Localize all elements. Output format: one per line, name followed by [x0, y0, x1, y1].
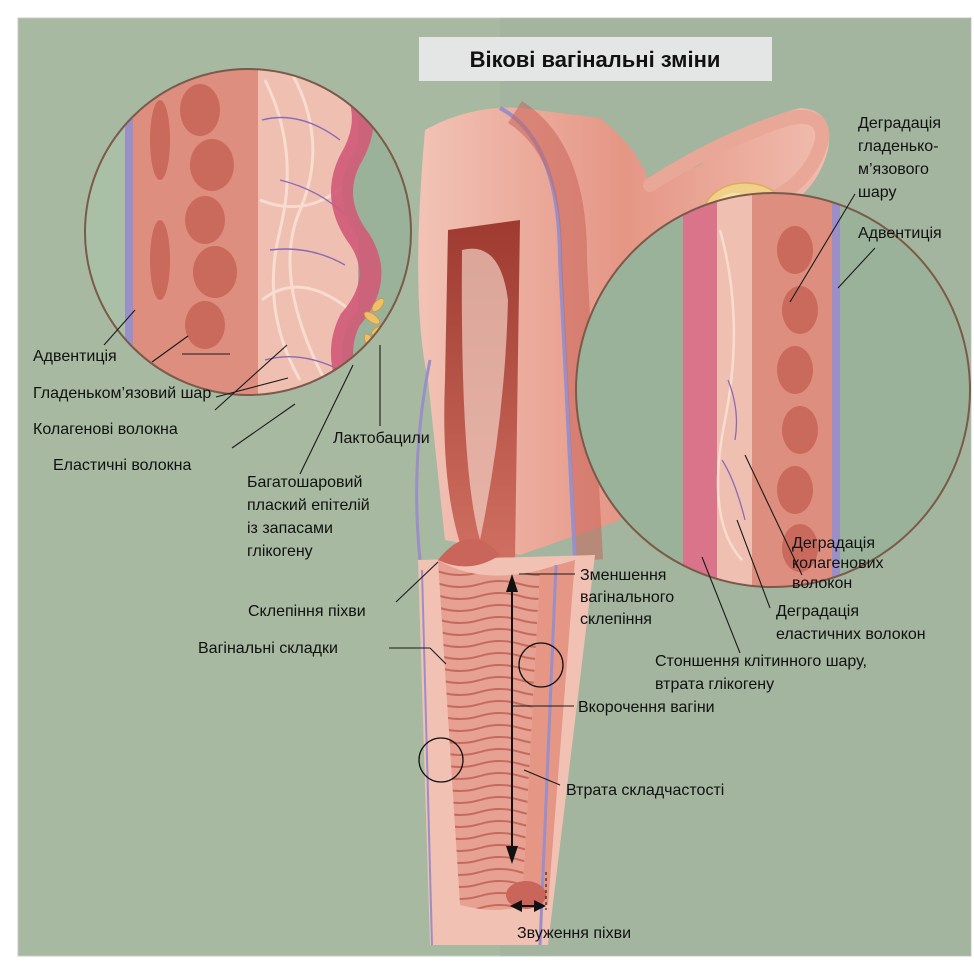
label-narrowing: Звуження піхви: [517, 925, 631, 942]
label-cell-layer-1: Стоншення клітинного шару,: [655, 653, 867, 670]
diagram-title: Вікові вагінальні зміни: [470, 47, 721, 72]
label-fornix-reduction-3: склепіння: [580, 611, 652, 628]
label-collagen-degradation-1: Деградація: [792, 535, 875, 552]
label-muscle-degradation-3: м’язового: [858, 161, 929, 178]
label-adventitia-right: Адвентиція: [858, 225, 942, 242]
label-collagen: Колагенові волокна: [33, 421, 178, 438]
label-epithelium-2: плаский епітелій: [247, 497, 370, 514]
label-collagen-degradation-3: волокон: [792, 575, 852, 592]
label-shortening: Вкорочення вагіни: [578, 699, 715, 716]
label-smooth-muscle: Гладеньком’язовий шар: [33, 385, 211, 402]
label-fornix-reduction-1: Зменшення: [580, 567, 666, 584]
label-fornix: Склепіння піхви: [248, 603, 366, 620]
label-muscle-degradation-1: Деградація: [858, 115, 941, 132]
label-fornix-reduction-2: вагінального: [580, 589, 674, 606]
label-epithelium-3: із запасами: [247, 520, 333, 537]
right-thin-epithelium: [683, 193, 717, 593]
label-rugae: Вагінальні складки: [198, 640, 338, 657]
label-elastic: Еластичні волокна: [53, 457, 191, 474]
label-adventitia-left: Адвентиція: [33, 348, 117, 365]
right-adventitia-band: [832, 193, 840, 593]
label-elastic-degradation-1: Деградація: [776, 603, 859, 620]
label-rugae-loss: Втрата складчастості: [566, 782, 724, 799]
right-connective-layer: [717, 193, 752, 593]
label-epithelium-1: Багатошаровий: [247, 474, 362, 491]
label-muscle-degradation-4: шару: [858, 184, 896, 201]
label-epithelium-4: глікогену: [247, 543, 313, 560]
label-cell-layer-2: втрата глікогену: [655, 676, 774, 693]
label-elastic-degradation-2: еластичних волокон: [776, 626, 926, 643]
label-collagen-degradation-2: колагенових: [792, 555, 884, 572]
label-muscle-degradation-2: гладенько-: [858, 138, 939, 155]
label-lactobacilli: Лактобацили: [333, 430, 430, 447]
